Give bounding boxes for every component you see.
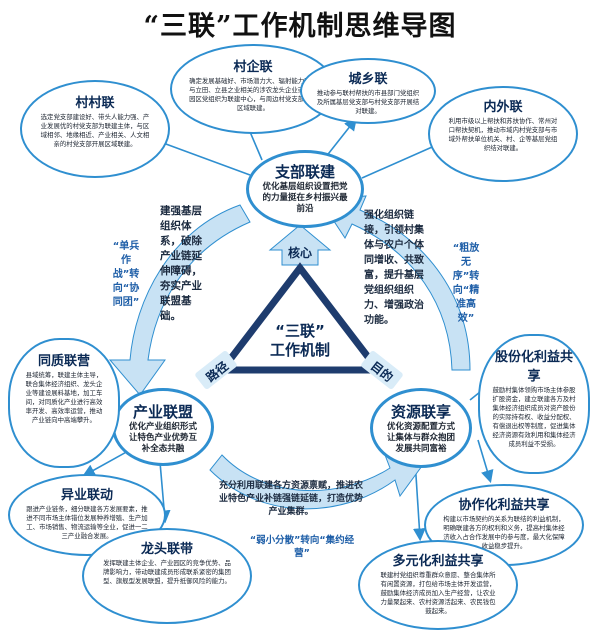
block-left-mid: 建强基层组织体系，破除产业链延伸障碍，夯实产业联盟基础。 (160, 205, 202, 322)
core-arrow (268, 224, 332, 266)
connector-village-village (151, 137, 251, 176)
goal-label-band (361, 351, 403, 389)
bubble-heterogeneous-title: 异业联动 (60, 488, 113, 503)
tag-bottom: “弱小分散”转向“集约经营” (249, 535, 355, 559)
bubble-heterogeneous: 异业联动 跟进产业链条，细分联建各方发展要素，推进不同市场主体错位发展种养增殖、… (8, 474, 166, 556)
center-line-1: “三联” (275, 322, 325, 340)
bubble-urban-rural: 城乡联 推动参与联村帮扶的市县部门党组织及所属基层党支部与村党支部开展结对联建。 (300, 58, 436, 124)
bubble-inner-outer-title: 内外联 (483, 100, 523, 115)
center-label: “三联” 工作机制 (250, 322, 350, 360)
hub-branch-desc: 优化基层组织设置把党的力量挺在乡村振兴最前沿 (262, 182, 348, 214)
connector-urban-rural (324, 117, 357, 159)
bubble-shareholding-title: 股份化利益共享 (494, 350, 573, 384)
bubble-inner-outer: 内外联 利用市级以上帮扶和苏扶协作、常州对口帮扶契机，推动市域内村党支部与市域外… (428, 86, 578, 182)
hub-industry-desc: 优化产业组织形式让特色产业优势互补全态共融 (128, 422, 197, 454)
bubble-urban-rural-desc: 推动参与联村帮扶的市县部门党组织及所属基层党支部与村党支部开展结对联建。 (316, 89, 420, 115)
hub-resource-share: 资源联享 优化资源配置方式让集体与群众抱团发展共同富裕 (370, 388, 472, 468)
bubble-village-village-title: 村村联 (75, 96, 115, 111)
block-right-mid: 强化组织链接，引领村集体与农户个体同增收、共致富，提升基层党组织组织力、增强政治… (364, 210, 424, 326)
center-triangle (214, 262, 386, 374)
bubble-diversified-desc: 联建村党组织尊重群众意愿、整合集体所有闲置资源，打包给市场主体开发运营，鼓励集体… (380, 571, 496, 615)
connector-heterogeneous (82, 449, 131, 477)
tag-left: “单兵作战”转向“协同团” (112, 241, 140, 308)
bubble-homogeneous-title: 同质联营 (37, 354, 90, 369)
bubble-cooperative-title: 协作化利益共享 (458, 498, 550, 513)
path-label-band (195, 351, 237, 389)
hub-branch-title: 支部联建 (274, 163, 335, 181)
hub-resource-desc: 优化资源配置方式让集体与群众抱团发展共同富裕 (386, 422, 455, 454)
page-title: “三联”工作机制思维导图 (143, 11, 457, 42)
hub-branch-joint: 支部联建 优化基层组织设置把党的力量挺在乡村振兴最前沿 (246, 150, 364, 228)
bubble-shareholding: 股份化利益共享 鼓励村集体领购市场主体参股扩股资金，建立联建各方及村集体经济组织… (478, 334, 590, 474)
connector-cooperative (477, 439, 494, 484)
bubble-leading-title: 龙头联带 (140, 542, 193, 557)
hub-resource-title: 资源联享 (390, 403, 451, 421)
core-label: 核心 (288, 246, 313, 260)
bubble-homogeneous-desc: 县域统筹，联建主体主导，联合集体经济组织、龙头企业等建设展料基地，加工车间，对同… (25, 371, 103, 424)
bubble-leading-desc: 发挥联建主体企业、产业园区的竞争优势、品牌影响力，带动联建成员形成联系紧密的集团… (103, 559, 231, 585)
bubble-inner-outer-desc: 利用市级以上帮扶和苏扶协作、常州对口帮扶契机，推动市域内村党支部与市域外帮扶单位… (448, 117, 558, 152)
bubble-diversified: 多元化利益共享 联建村党组织尊重群众意愿、整合集体所有闲置资源，打包给市场主体开… (358, 540, 518, 630)
bubble-diversified-title: 多元化利益共享 (392, 554, 484, 569)
tag-right: “粗放无序”转向“精准高效” (452, 243, 480, 324)
bubble-shareholding-desc: 鼓励村集体领购市场主体参股扩股资金，建立联建各方及村集体经济组织成员对资产股份的… (492, 386, 576, 448)
hub-industry-title: 产业联盟 (132, 403, 193, 421)
bubble-cooperative-desc: 构建以市场契约的关系为联结的利益机制，明确联建各方的权利和义务，提高村集体经济收… (443, 515, 565, 550)
bubble-village-village: 村村联 选定党支部建设好、带头人能力强、产业发展优的村党支部为联建主体，与区域相… (20, 80, 170, 178)
bubble-homogeneous: 同质联营 县域统筹，联建主体主导，联合集体经济组织、龙头企业等建设展料基地，加工… (8, 338, 120, 468)
bubble-village-enterprise-title: 村企联 (233, 60, 273, 75)
bubble-urban-rural-title: 城乡联 (348, 72, 388, 87)
bubble-heterogeneous-desc: 跟进产业链条，细分联建各方发展要素，推进不同市场主体错位发展种养增殖、生产加工、… (26, 505, 148, 540)
bubble-village-village-desc: 选定党支部建设好、带头人能力强、产业发展优的村党支部为联建主体，与区域相邻、地缘… (40, 113, 150, 148)
block-bottom-mid: 充分利用联建各方资源禀赋，推进农业特色产业补链强链延链，打造优势产业集群。 (218, 481, 363, 517)
bubble-leading: 龙头联带 发挥联建主体企业、产业园区的竞争优势、品牌影响力，带动联建成员形成联系… (82, 528, 252, 624)
hub-industry-alliance: 产业联盟 优化产业组织形式让特色产业优势互补全态共融 (112, 388, 214, 466)
bubble-village-enterprise-desc: 确定发展基础好、市场潜力大、辐射能力强并与立田、立县之业相关的涉农龙头企业或产业… (189, 77, 317, 112)
center-line-2: 工作机制 (269, 341, 330, 359)
